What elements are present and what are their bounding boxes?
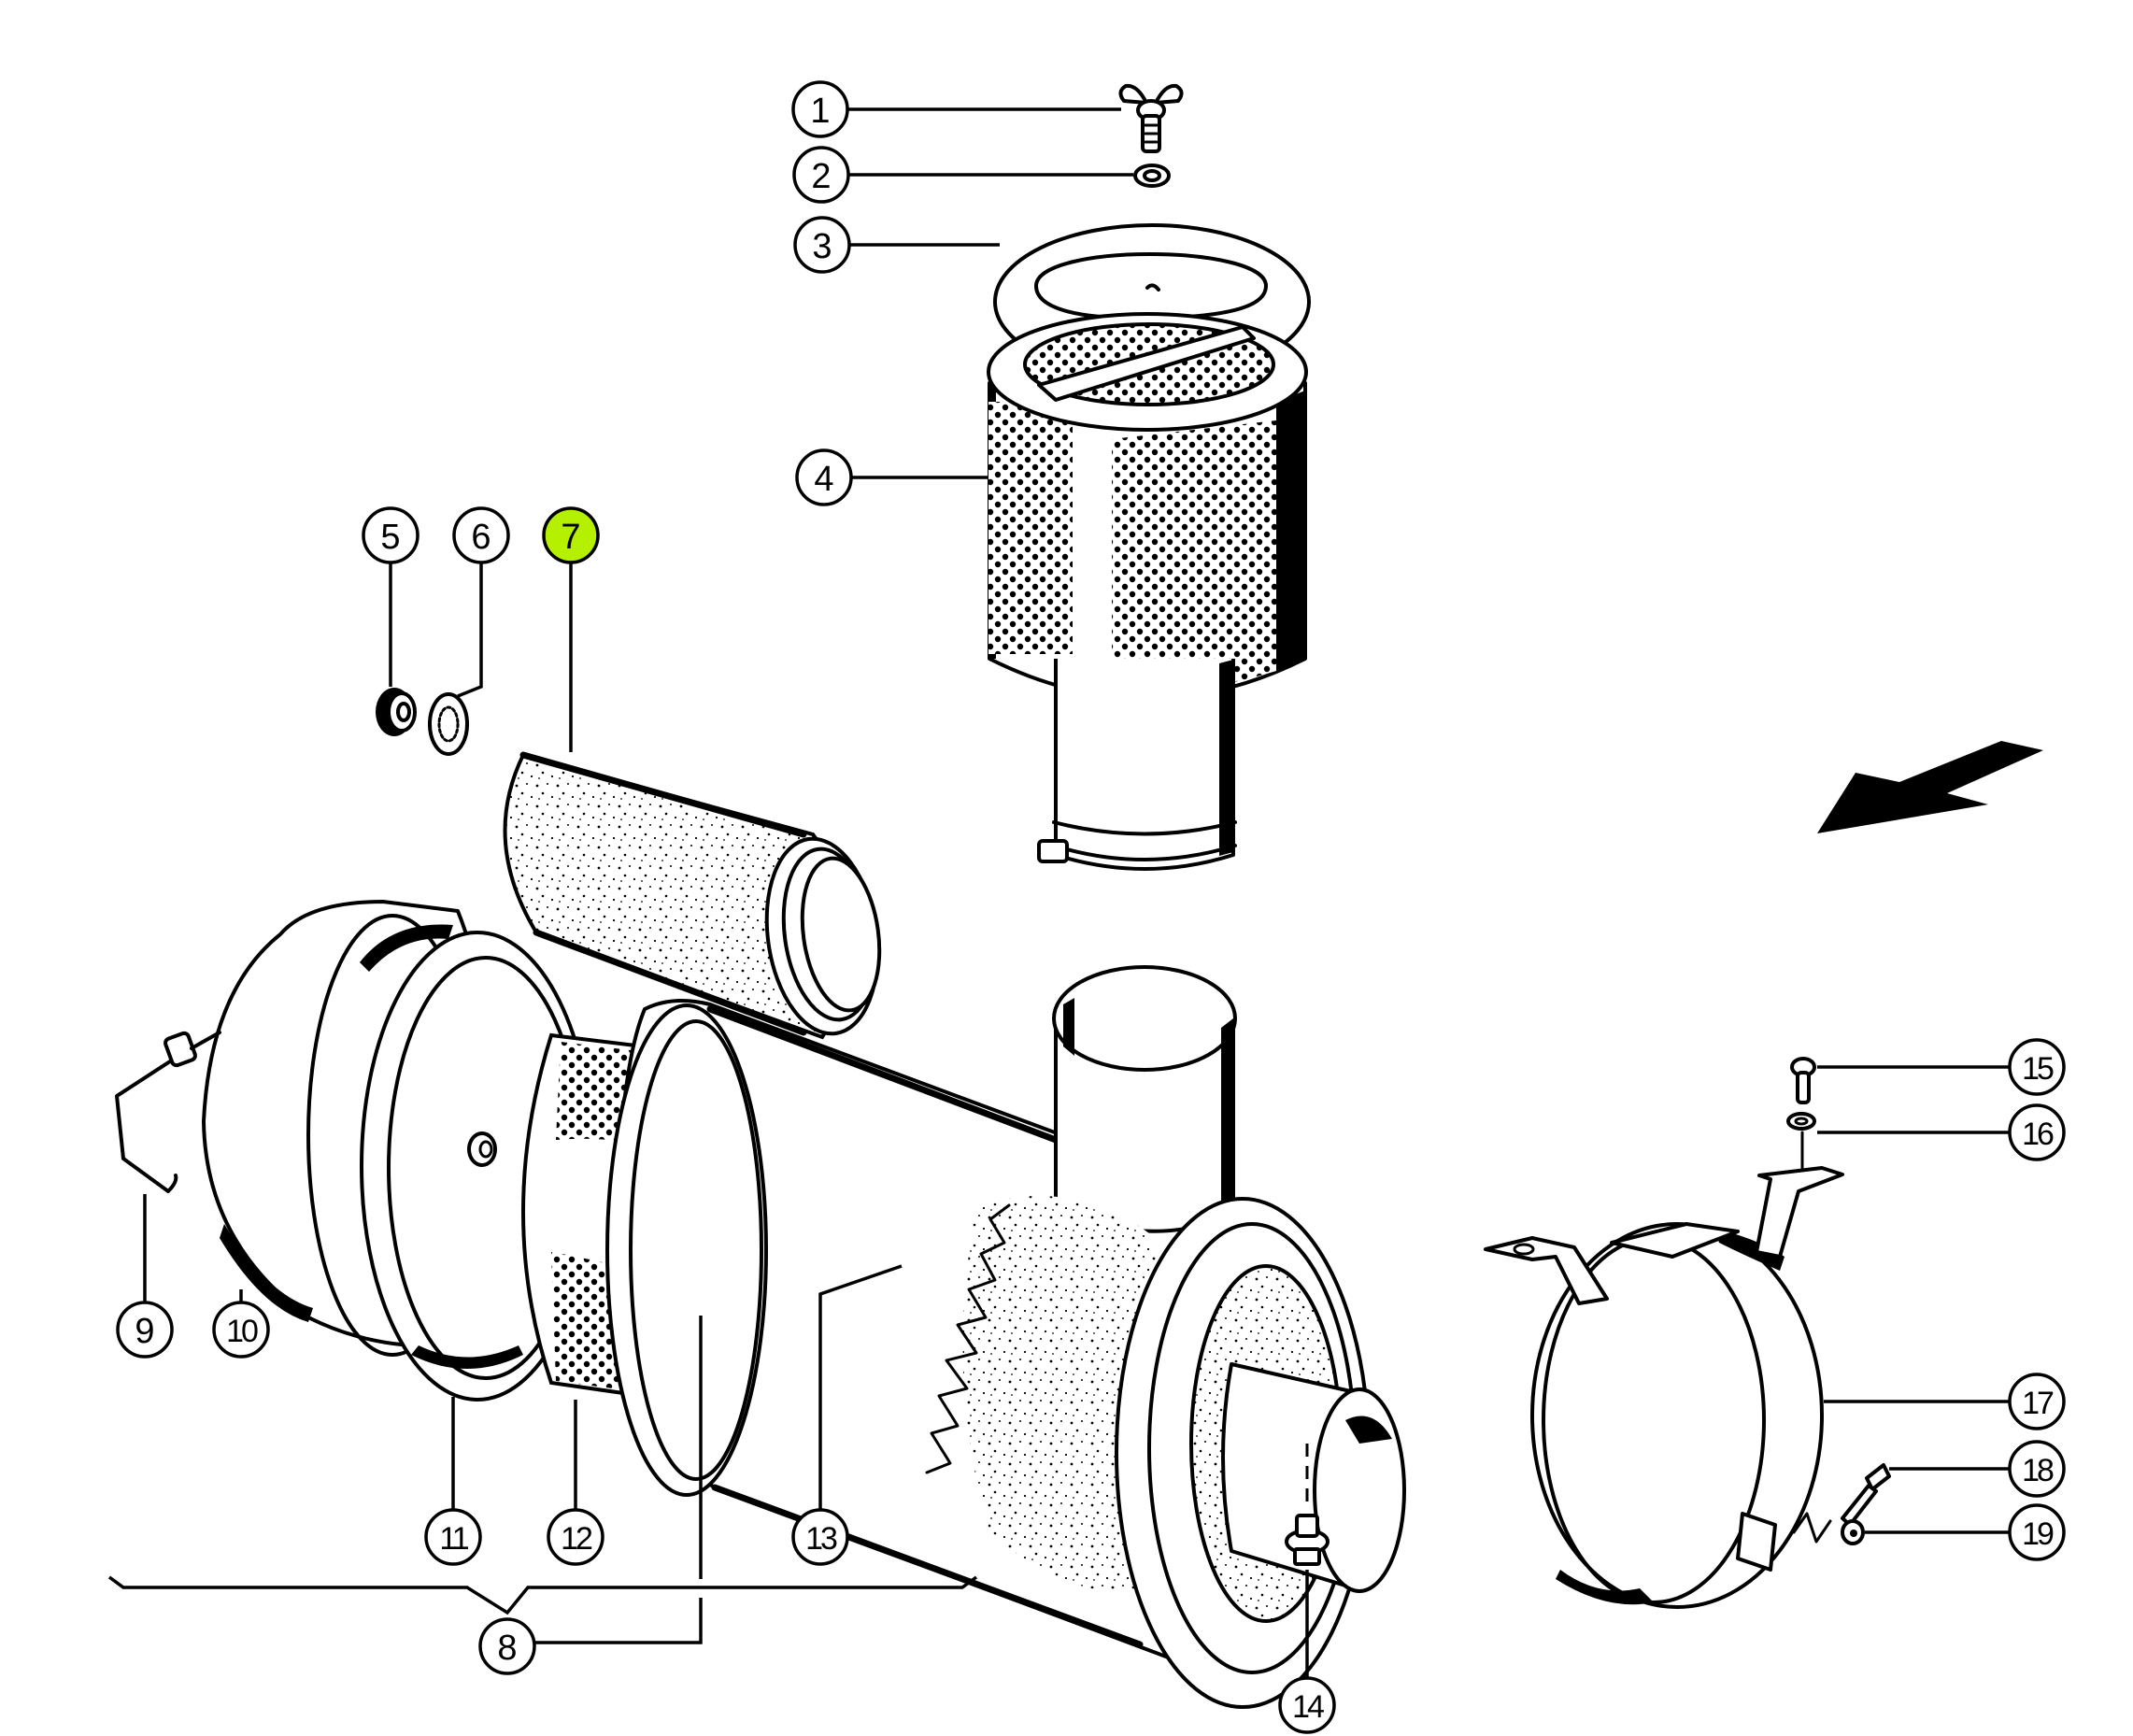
callout-circle	[2008, 1038, 2066, 1096]
callout-14[interactable]: 14	[1278, 1676, 1336, 1734]
callout-circle	[791, 1508, 849, 1566]
part-1-wing-nut[interactable]	[1118, 83, 1184, 153]
callout-number: 4	[814, 460, 833, 499]
callout-4[interactable]: 4	[795, 448, 853, 506]
callout-8[interactable]: 8	[478, 1617, 536, 1675]
callout-number: 12	[561, 1521, 592, 1557]
part-6-lock-washer[interactable]	[428, 692, 469, 756]
part-14-drain-valve[interactable]	[1285, 1444, 1330, 1566]
part-19-clamp-nut[interactable]	[1841, 1519, 1865, 1545]
callout-circle	[478, 1617, 536, 1675]
callout-number: 18	[2022, 1453, 2054, 1488]
callout-11[interactable]: 11	[424, 1508, 482, 1566]
callout-circle	[791, 80, 849, 138]
part-7-safety-filter-element[interactable]	[503, 751, 890, 1041]
callout-7[interactable]: 7	[542, 506, 600, 564]
part-9-wire-clip[interactable]	[115, 1031, 221, 1193]
callout-number: 17	[2022, 1386, 2054, 1421]
part-13-housing-body[interactable]	[605, 965, 1406, 1709]
callout-circle	[795, 448, 853, 506]
callout-number: 5	[380, 518, 400, 557]
callout-number: 13	[805, 1521, 837, 1557]
callout-circle	[792, 146, 850, 204]
callout-number: 16	[2022, 1117, 2054, 1152]
callout-9[interactable]: 9	[116, 1301, 174, 1359]
callout-16[interactable]: 16	[2008, 1103, 2066, 1161]
callout-2[interactable]: 2	[792, 146, 850, 204]
callout-circle	[116, 1301, 174, 1359]
callout-circle	[424, 1508, 482, 1566]
callout-circle	[1278, 1676, 1336, 1734]
callout-number: 11	[439, 1521, 468, 1557]
callout-circle	[2008, 1373, 2066, 1430]
part-4-pre-cleaner-screen[interactable]	[987, 312, 1308, 871]
part-2-washer[interactable]	[1133, 164, 1171, 188]
callout-circle	[362, 506, 419, 564]
part-17-mounting-band[interactable]	[1484, 1166, 1844, 1609]
callout-19[interactable]: 19	[2008, 1503, 2066, 1561]
callout-number: 9	[135, 1312, 154, 1351]
arrow-left-down-icon	[1817, 741, 2043, 833]
callout-number: 3	[812, 227, 832, 266]
callout-6[interactable]: 6	[452, 506, 510, 564]
leader-lines	[143, 107, 2009, 1678]
callout-number: 8	[497, 1629, 517, 1668]
callout-5[interactable]: 5	[362, 506, 419, 564]
callout-circle	[793, 216, 851, 274]
callout-15[interactable]: 15	[2008, 1038, 2066, 1096]
callout-1[interactable]: 1	[791, 80, 849, 138]
callout-circle	[542, 506, 600, 564]
callout-number: 19	[2022, 1516, 2054, 1552]
callout-number: 7	[561, 518, 580, 557]
callout-circle	[452, 506, 510, 564]
callout-circle	[212, 1301, 270, 1359]
part-8-group-bracket	[107, 1316, 978, 1644]
callout-13[interactable]: 13	[791, 1508, 849, 1566]
callout-number: 15	[2022, 1051, 2054, 1087]
callout-circle	[2008, 1440, 2066, 1498]
callout-17[interactable]: 17	[2008, 1373, 2066, 1430]
callout-3[interactable]: 3	[793, 216, 851, 274]
callout-circle	[2008, 1503, 2066, 1561]
callout-number: 1	[810, 92, 830, 131]
part-18-clamp-bolt[interactable]	[1841, 1463, 1891, 1527]
part-16-washer[interactable]	[1786, 1112, 1816, 1172]
callout-10[interactable]: 10	[212, 1301, 270, 1359]
callout-circle	[2008, 1103, 2066, 1161]
callout-circle	[547, 1508, 604, 1566]
callout-number: 14	[1292, 1689, 1324, 1725]
part-15-bolt[interactable]	[1790, 1057, 1816, 1104]
callout-number: 2	[811, 157, 831, 196]
callout-number: 10	[226, 1314, 258, 1349]
callout-18[interactable]: 18	[2008, 1440, 2066, 1498]
callout-12[interactable]: 12	[547, 1508, 604, 1566]
callout-number: 6	[471, 518, 491, 557]
part-5-nut[interactable]	[376, 688, 417, 736]
